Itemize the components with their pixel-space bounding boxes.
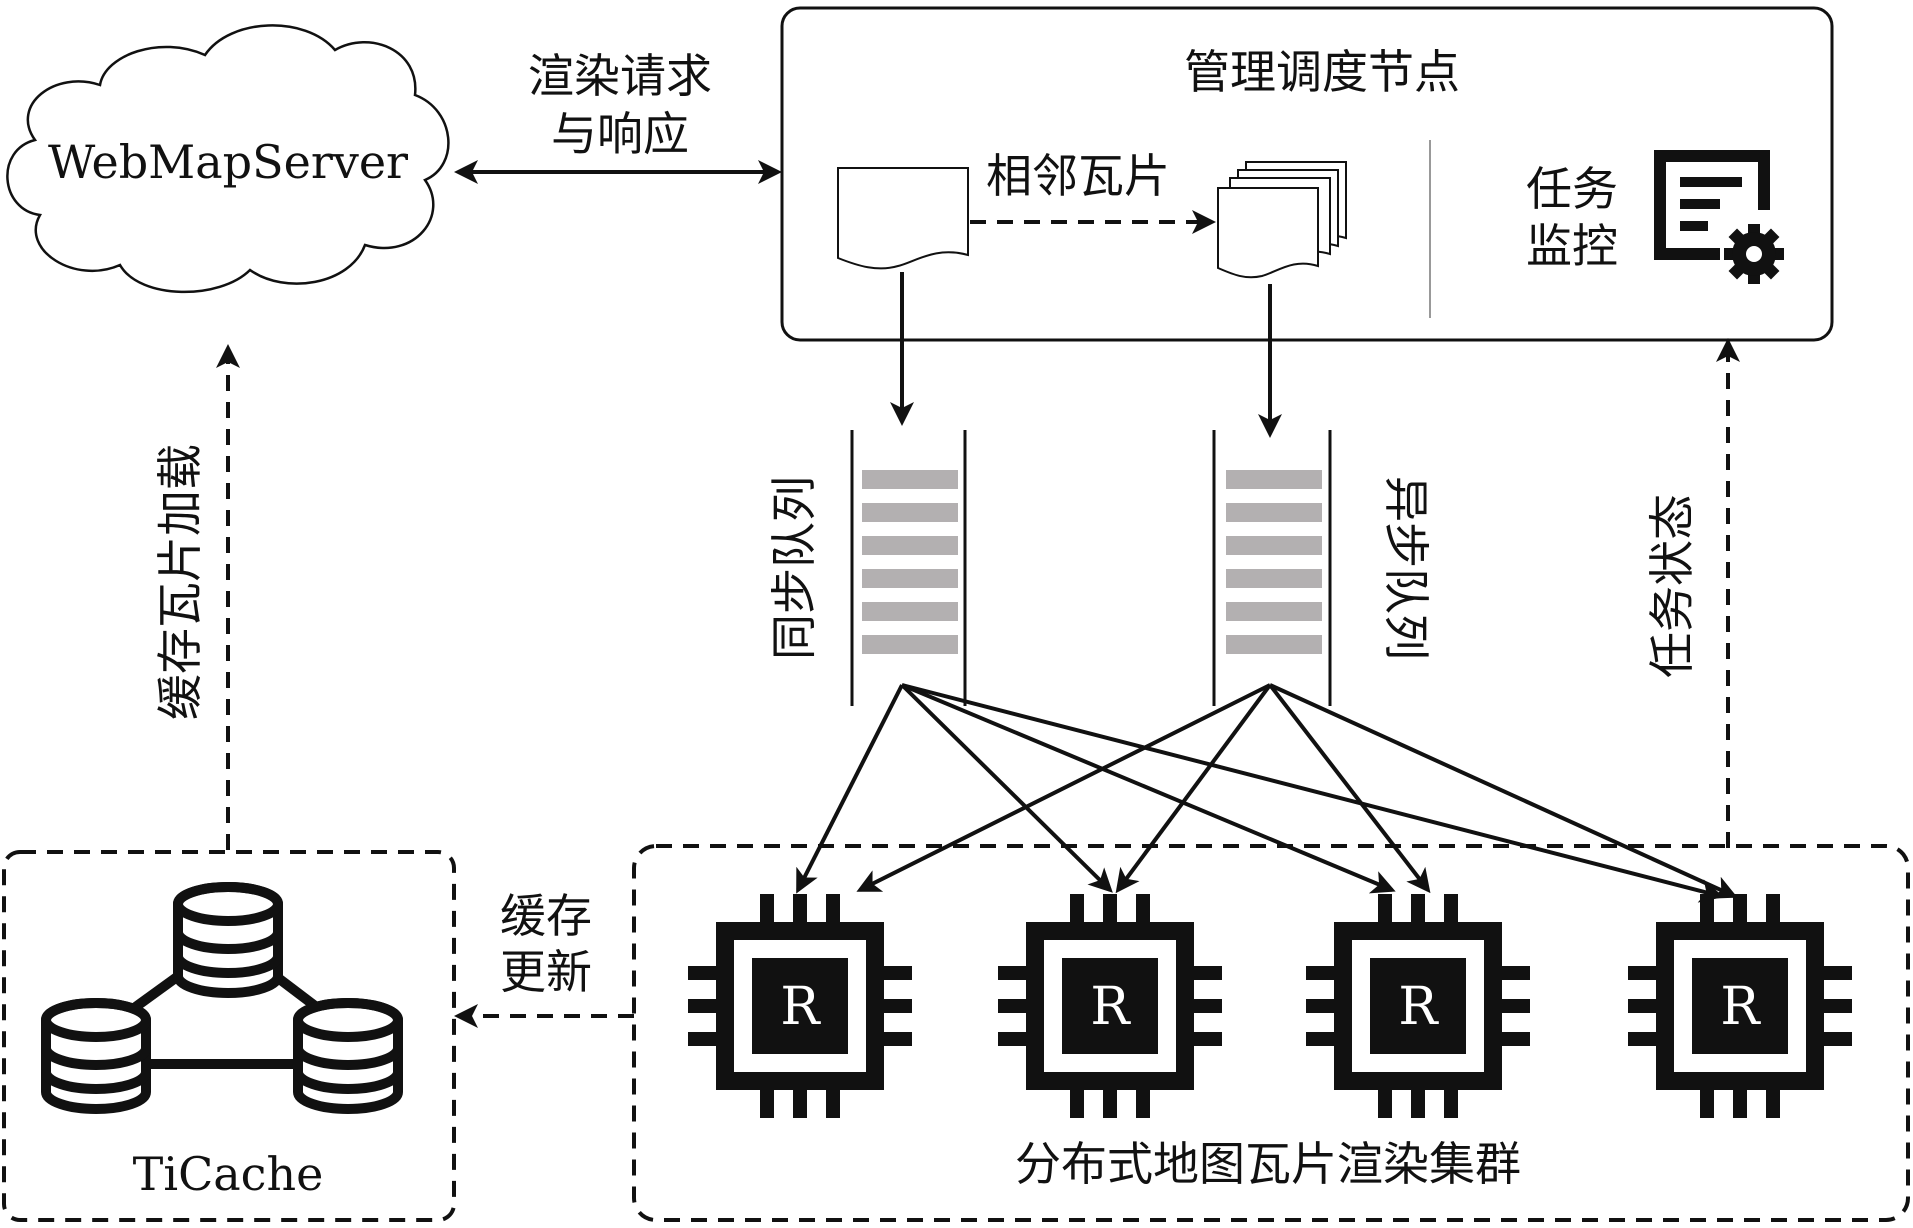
cache-tile-load-label: 缓存瓦片加载 [153, 444, 207, 720]
render-request-label-line2: 与响应 [551, 107, 689, 161]
render-cluster-box [632, 844, 1910, 1222]
web-map-server-cloud [6, 24, 450, 294]
dispatch-arrows [796, 683, 1738, 903]
render-node-4-label: R [1720, 977, 1761, 1037]
cache-update-label-line2: 更新 [500, 945, 592, 999]
web-map-server-label: WebMapServer [48, 135, 408, 189]
task-monitor-label-line2: 监控 [1526, 219, 1618, 273]
ticache-label: TiCache [133, 1147, 324, 1201]
management-node-title: 管理调度节点 [1184, 45, 1460, 99]
cache-update-label-line1: 缓存 [500, 889, 592, 943]
sync-queue-label: 同步队列 [767, 476, 821, 660]
tile-document-icon [837, 167, 969, 270]
task-status-label: 任务状态 [1645, 494, 1699, 678]
render-node-2-label: R [1090, 977, 1131, 1037]
render-cluster-label: 分布式地图瓦片渲染集群 [1015, 1137, 1521, 1191]
render-node-3-label: R [1398, 977, 1439, 1037]
task-monitor-icon [1654, 150, 1784, 284]
async-queue [1212, 430, 1332, 706]
task-monitor-label-line1: 任务 [1526, 162, 1618, 216]
render-request-label-line1: 渲染请求 [528, 49, 712, 103]
adjacent-tiles-label: 相邻瓦片 [986, 149, 1170, 203]
ticache-cluster-icon [46, 887, 398, 1109]
async-queue-label: 异步队列 [1379, 476, 1433, 660]
adjacent-tiles-stack-icon [1217, 161, 1347, 279]
render-node-1-label: R [780, 977, 821, 1037]
sync-queue [850, 430, 967, 706]
ticache-box [2, 850, 456, 1222]
